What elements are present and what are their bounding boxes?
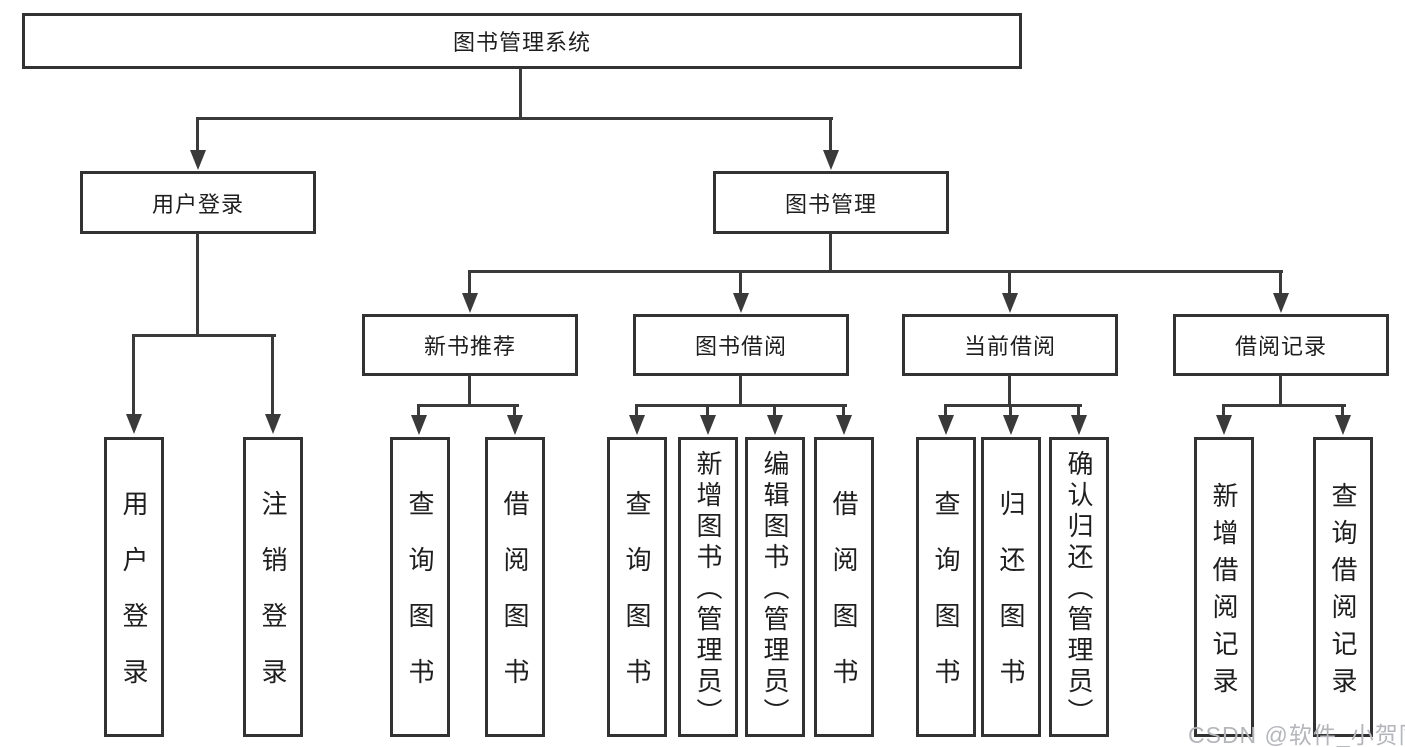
leaf-logout-label: 注销登录 (258, 490, 288, 714)
leaf-cb-confirm-return-admin: 确认归还（管理员） (1049, 437, 1109, 737)
connector-line (1008, 375, 1011, 407)
connector-line (468, 270, 1283, 273)
connector-line (1279, 270, 1282, 296)
connector-line (513, 404, 516, 417)
leaf-cb-query-books: 查询图书 (916, 437, 976, 737)
connector-line (132, 334, 276, 337)
arrow-down-icon (190, 150, 206, 170)
leaf-nbr-borrow-books: 借阅图书 (485, 437, 545, 737)
connector-line (417, 404, 420, 417)
arrow-down-icon (126, 414, 142, 434)
arrow-down-icon (265, 414, 281, 434)
leaf-br-add-borrow-record: 新增借阅记录 (1194, 437, 1254, 737)
connector-line (739, 375, 742, 407)
leaf-bb-add-book-admin: 新增图书（管理员） (678, 437, 738, 737)
node-current-borrow-label: 当前借阅 (963, 334, 1056, 359)
leaf-nbr-query-books-label: 查询图书 (405, 490, 435, 714)
leaf-bb-edit-book-admin-label: 编辑图书（管理员） (760, 450, 790, 729)
leaf-bb-query-books-label: 查询图书 (622, 490, 652, 714)
connector-line (1222, 404, 1225, 417)
node-book-borrow-label: 图书借阅 (694, 334, 787, 359)
leaf-br-add-borrow-record-label: 新增借阅记录 (1209, 481, 1239, 704)
arrow-down-icon (938, 415, 954, 435)
leaf-br-query-borrow-record: 查询借阅记录 (1313, 437, 1373, 737)
arrow-down-icon (1003, 415, 1019, 435)
connector-line (417, 404, 519, 407)
node-book-borrow: 图书借阅 (633, 314, 849, 376)
node-current-borrow: 当前借阅 (902, 314, 1118, 376)
leaf-cb-query-books-label: 查询图书 (931, 490, 961, 714)
connector-line (196, 233, 199, 337)
connector-line (1341, 404, 1344, 417)
node-new-book-recommend-label: 新书推荐 (423, 334, 516, 359)
leaf-bb-query-books: 查询图书 (607, 437, 667, 737)
leaf-user-login: 用户登录 (104, 437, 164, 737)
leaf-bb-borrow-books: 借阅图书 (814, 437, 874, 737)
connector-line (519, 68, 522, 119)
arrow-down-icon (1273, 293, 1289, 313)
arrow-down-icon (1216, 415, 1232, 435)
node-user-login-label: 用户登录 (151, 191, 244, 217)
node-root: 图书管理系统 (22, 13, 1022, 69)
leaf-user-login-label: 用户登录 (119, 490, 149, 714)
connector-line (1009, 404, 1012, 417)
arrow-down-icon (733, 293, 749, 313)
node-new-book-recommend: 新书推荐 (362, 314, 578, 376)
connector-line (271, 334, 274, 416)
connector-line (468, 375, 471, 407)
leaf-cb-return-books-label: 归还图书 (996, 490, 1026, 714)
connector-line (706, 404, 709, 417)
connector-line (944, 404, 947, 417)
arrow-down-icon (411, 415, 427, 435)
arrow-down-icon (629, 415, 645, 435)
node-borrow-records: 借阅记录 (1173, 314, 1389, 376)
connector-line (196, 117, 833, 120)
leaf-bb-borrow-books-label: 借阅图书 (829, 490, 859, 714)
connector-line (842, 404, 845, 417)
connector-line (1222, 404, 1346, 407)
node-book-management-label: 图书管理 (784, 191, 877, 217)
arrow-down-icon (507, 415, 523, 435)
arrow-down-icon (462, 293, 478, 313)
connector-line (196, 117, 199, 153)
node-book-management: 图书管理 (713, 171, 949, 234)
leaf-nbr-borrow-books-label: 借阅图书 (500, 490, 530, 714)
node-root-label: 图书管理系统 (452, 30, 591, 55)
connector-line (829, 117, 832, 153)
leaf-cb-return-books: 归还图书 (981, 437, 1041, 737)
connector-line (1008, 270, 1011, 296)
leaf-cb-confirm-return-admin-label: 确认归还（管理员） (1064, 450, 1094, 729)
arrow-down-icon (1335, 415, 1351, 435)
connector-line (1077, 404, 1080, 417)
connector-line (773, 404, 776, 417)
connector-line (635, 404, 638, 417)
watermark: CSDN @软件_小贺同学 (1188, 722, 1405, 747)
connector-line (944, 404, 1082, 407)
connector-line (468, 270, 471, 296)
arrow-down-icon (767, 415, 783, 435)
arrow-down-icon (1071, 415, 1087, 435)
connector-line (739, 270, 742, 296)
connector-line (635, 404, 847, 407)
arrow-down-icon (700, 415, 716, 435)
leaf-nbr-query-books: 查询图书 (390, 437, 450, 737)
arrow-down-icon (823, 150, 839, 170)
node-borrow-records-label: 借阅记录 (1234, 334, 1327, 359)
connector-line (1279, 375, 1282, 407)
leaf-bb-add-book-admin-label: 新增图书（管理员） (693, 450, 723, 729)
arrow-down-icon (1002, 293, 1018, 313)
leaf-bb-edit-book-admin: 编辑图书（管理员） (745, 437, 805, 737)
leaf-br-query-borrow-record-label: 查询借阅记录 (1328, 481, 1358, 704)
node-user-login: 用户登录 (80, 171, 316, 234)
connector-line (829, 233, 832, 273)
leaf-logout: 注销登录 (243, 437, 303, 737)
arrow-down-icon (836, 415, 852, 435)
connector-line (132, 334, 135, 416)
